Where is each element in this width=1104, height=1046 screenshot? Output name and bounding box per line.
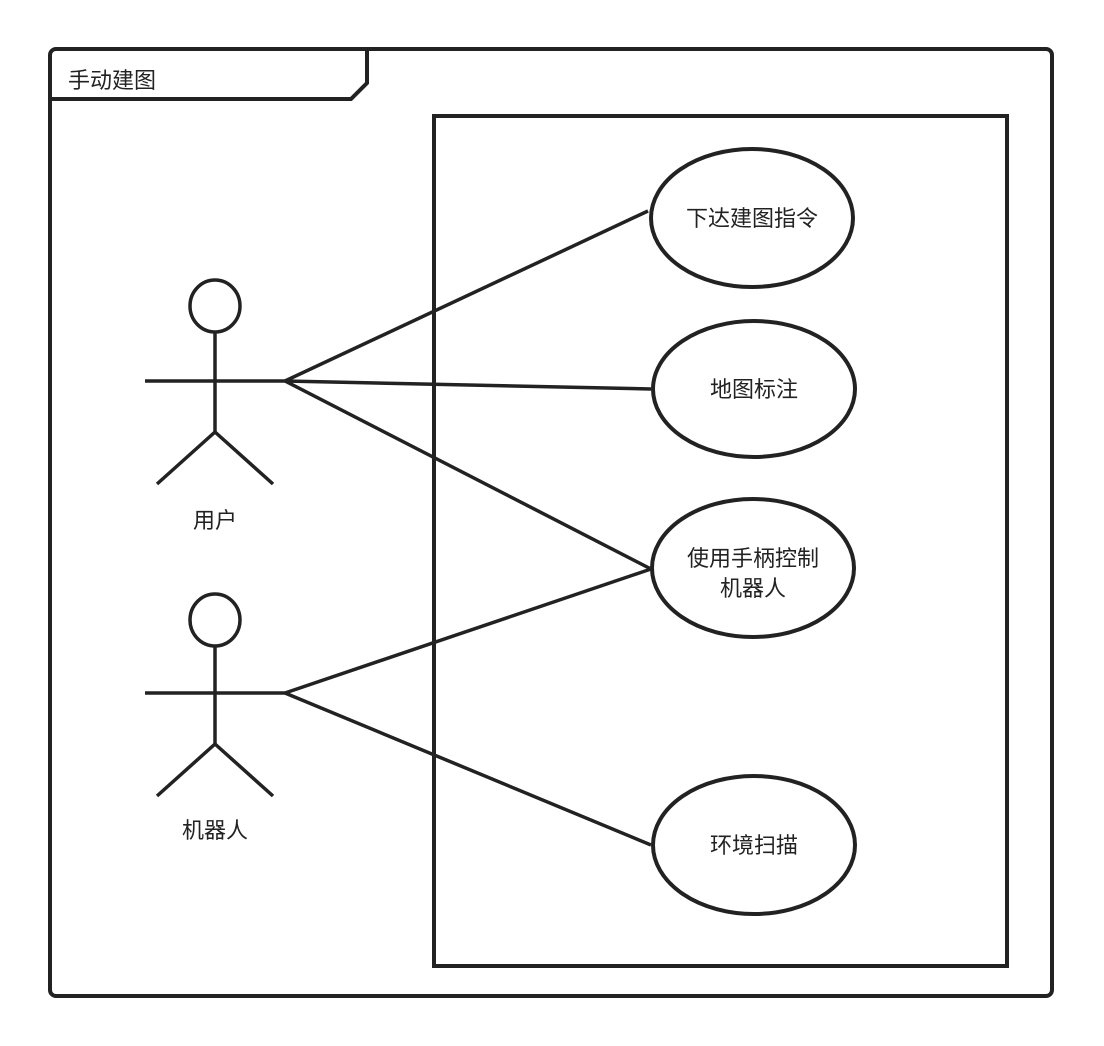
use-case-joystick-control-label-line2: 机器人: [720, 577, 786, 602]
use-case-environment-scan[interactable]: 环境扫描: [651, 774, 857, 916]
actor-user[interactable]: [145, 278, 285, 486]
actor-robot-label: 机器人: [182, 819, 248, 844]
use-case-environment-scan-label: 环境扫描: [710, 834, 798, 859]
actor-user-head: [188, 278, 242, 334]
use-case-map-annotation[interactable]: 地图标注: [651, 319, 857, 459]
actor-user-right-leg: [213, 430, 275, 486]
actor-user-left-leg: [155, 430, 217, 486]
use-case-issue-command-label: 下达建图指令: [686, 207, 818, 232]
use-case-environment-scan-ellipse: [651, 774, 857, 916]
actor-robot[interactable]: [145, 592, 285, 798]
actor-robot-head: [188, 592, 242, 648]
use-case-joystick-control-ellipse: [650, 497, 856, 639]
association-user-joystick-control: [284, 379, 652, 571]
association-robot-environment-scan: [284, 691, 652, 847]
actor-robot-left-leg: [155, 742, 217, 798]
use-case-joystick-control-label-line1: 使用手柄控制: [687, 547, 819, 572]
actor-robot-right-leg: [213, 742, 275, 798]
frame-title: 手动建图: [68, 69, 156, 94]
frame-title-tab: [52, 51, 369, 101]
use-case-issue-command-ellipse: [649, 147, 855, 289]
use-case-joystick-control[interactable]: 使用手柄控制 机器人: [650, 497, 856, 639]
association-robot-joystick-control: [284, 567, 652, 695]
use-case-map-annotation-ellipse: [651, 319, 857, 459]
actor-user-label: 用户: [193, 509, 237, 534]
association-user-issue-command: [284, 209, 649, 383]
system-boundary: [432, 114, 1009, 968]
association-user-map-annotation: [284, 379, 652, 391]
frame-border: [48, 47, 1054, 998]
use-case-issue-command[interactable]: 下达建图指令: [649, 147, 855, 289]
associations: [284, 209, 652, 847]
use-case-map-annotation-label: 地图标注: [710, 378, 798, 403]
